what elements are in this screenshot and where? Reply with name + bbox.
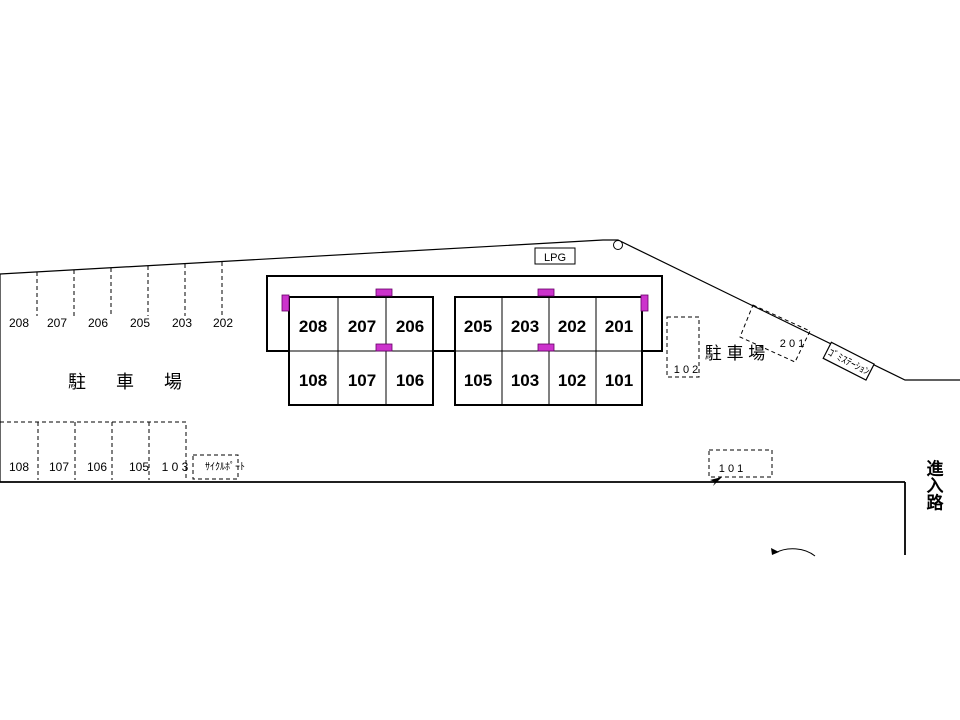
parking-top-row <box>36 262 223 316</box>
stall-label: 207 <box>47 316 67 330</box>
parking-bottom-row <box>0 421 187 480</box>
stall-label-102: 1 0 2 <box>674 364 698 376</box>
stall-label: 105 <box>129 460 149 474</box>
unit-label: 201 <box>605 317 633 336</box>
parking-stall-201 <box>739 304 811 363</box>
unit-label: 205 <box>464 317 492 336</box>
cycle-port-box <box>192 454 239 480</box>
door-marker <box>375 288 393 297</box>
unit-label: 107 <box>348 371 376 390</box>
stall-label: 203 <box>172 316 192 330</box>
stall-label: 206 <box>88 316 108 330</box>
turning-arc-head <box>771 548 779 555</box>
door-markers <box>281 288 649 352</box>
unit-label: 202 <box>558 317 586 336</box>
stall-label: 107 <box>49 460 69 474</box>
stall-outline <box>0 421 187 480</box>
parking-stall-101 <box>708 449 773 478</box>
unit-label: 108 <box>299 371 327 390</box>
cycle-port-label: ｻｲｸﾙﾎﾟｰﾄ <box>205 461 245 473</box>
door-marker <box>281 294 290 312</box>
lpg-label: LPG <box>544 252 566 264</box>
stall-label: 202 <box>213 316 233 330</box>
parking-label-right: 駐 車 場 <box>705 344 765 363</box>
entrance-label: 進入路 <box>924 459 944 511</box>
unit-label: 203 <box>511 317 539 336</box>
stall-label: 1 0 3 <box>162 460 189 474</box>
parking-label: 駐 車 場 <box>68 372 188 392</box>
lower-unit-labels: 108 107 106 105 103 102 101 <box>299 371 633 390</box>
stall-label: 208 <box>9 316 29 330</box>
stall-label: 108 <box>9 460 29 474</box>
unit-label: 103 <box>511 371 539 390</box>
unit-label: 208 <box>299 317 327 336</box>
unit-label: 105 <box>464 371 492 390</box>
turning-arc <box>774 548 816 557</box>
door-marker <box>537 288 555 297</box>
door-marker <box>537 343 555 352</box>
unit-label: 102 <box>558 371 586 390</box>
parking-stall-102 <box>666 316 700 378</box>
garbage-station: ｺﾞﾐｽﾃｰｼｮﾝ <box>822 341 875 381</box>
entrance-arrow <box>710 477 722 486</box>
lpg-box <box>534 247 576 265</box>
door-marker <box>640 294 649 312</box>
unit-label: 206 <box>396 317 424 336</box>
unit-label: 101 <box>605 371 633 390</box>
stall-label-101: 1 0 1 <box>719 463 743 475</box>
parking-bottom-labels: 108 107 106 105 1 0 3 <box>9 460 189 474</box>
door-marker <box>375 343 393 352</box>
stall-label: 106 <box>87 460 107 474</box>
unit-label: 207 <box>348 317 376 336</box>
parking-top-labels: 208 207 206 205 203 202 <box>9 316 233 330</box>
stall-label: 205 <box>130 316 150 330</box>
upper-unit-labels: 208 207 206 205 203 202 201 <box>299 317 633 336</box>
stall-label-201: 2 0 1 <box>780 338 804 350</box>
boundary-marker <box>613 240 623 250</box>
garbage-station-box <box>822 341 875 381</box>
unit-label: 106 <box>396 371 424 390</box>
